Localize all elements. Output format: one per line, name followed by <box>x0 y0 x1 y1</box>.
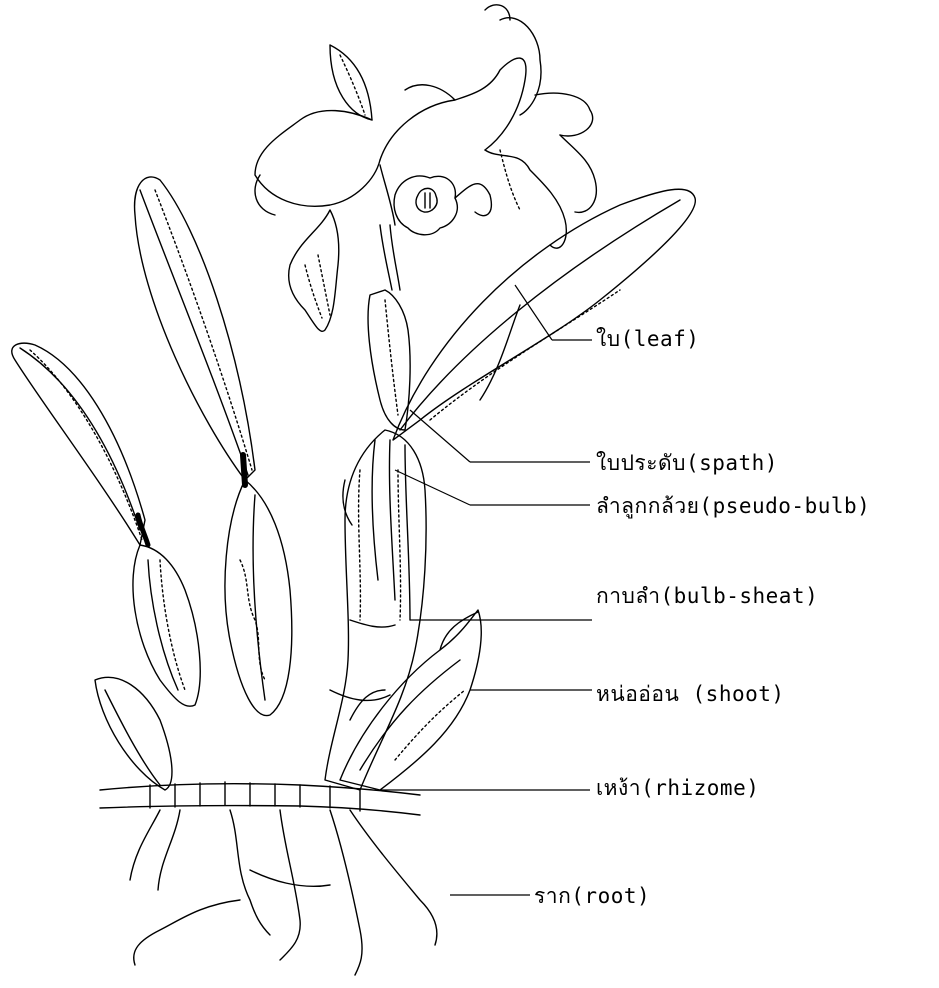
leader-spath <box>410 410 470 462</box>
leader-pseudo-bulb <box>395 470 470 505</box>
label-root: ราก(root) <box>534 880 650 913</box>
label-shoot: หน่ออ่อน (shoot) <box>596 678 785 711</box>
label-rhizome: เหง้า(rhizome) <box>596 772 759 805</box>
label-pseudo-bulb: ลำลูกกล้วย(pseudo-bulb) <box>596 490 870 523</box>
label-spath: ใบประดับ(spath) <box>596 447 778 480</box>
leader-leaf <box>515 285 552 340</box>
label-leaf: ใบ(leaf) <box>596 323 699 356</box>
label-bulb-sheat: กาบลำ(bulb-sheat) <box>596 580 818 613</box>
